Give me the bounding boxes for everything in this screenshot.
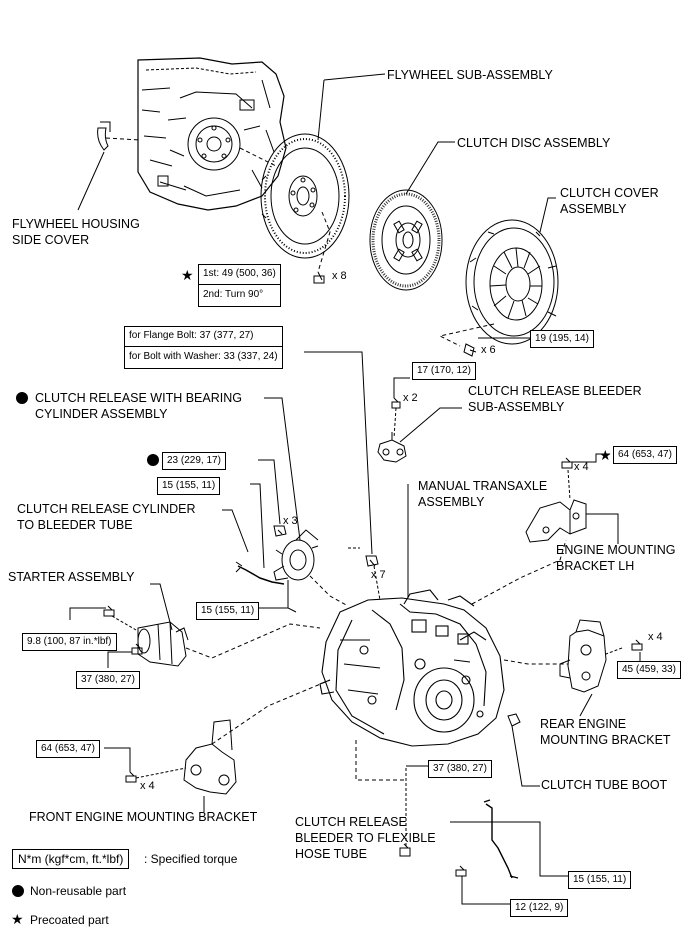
legend-torque-unit-box: N*m (kgf*cm, ft.*lbf) <box>12 849 130 869</box>
rear-engine-mounting-bracket-illustration <box>559 619 607 693</box>
qty-cylinder-bolts: x 3 <box>283 515 298 527</box>
torque-rear-bracket: 45 (459, 33) <box>617 661 681 679</box>
legend-precoated-star-icon: ★ <box>11 911 24 927</box>
legend-non-reusable-dot-icon <box>12 885 24 897</box>
label-rear-bracket-line2: MOUNTING BRACKET <box>540 733 671 747</box>
torque-flange-bolt: for Flange Bolt: 37 (377, 27) <box>129 330 254 341</box>
label-bracket-lh-line1: ENGINE MOUNTING <box>556 543 676 557</box>
clutch-disc-illustration <box>369 189 443 291</box>
label-release-cylinder-line2: CYLINDER ASSEMBLY <box>35 407 168 421</box>
non-reusable-dot-icon <box>16 392 28 404</box>
torque-flywheel-2nd: 2nd: Turn 90° <box>199 284 280 306</box>
qty-flywheel-bolts: x 8 <box>332 270 347 282</box>
label-cylinder-tube-line1: CLUTCH RELEASE CYLINDER <box>17 502 196 516</box>
torque-bolt-with-washer: for Bolt with Washer: 33 (337, 24) <box>125 346 282 368</box>
qty-rear-bracket-bolts: x 4 <box>648 631 663 643</box>
label-clutch-cover-line1: CLUTCH COVER <box>560 186 659 200</box>
torque-bleeder: 17 (170, 12) <box>412 362 476 380</box>
torque-flywheel: 1st: 49 (500, 36) 2nd: Turn 90° <box>198 264 281 307</box>
label-front-bracket: FRONT ENGINE MOUNTING BRACKET <box>29 810 258 824</box>
qty-transaxle-bolts: x 7 <box>371 569 386 581</box>
torque-starter-upper: 9.8 (100, 87 in.*lbf) <box>22 633 117 651</box>
non-reusable-dot-icon <box>147 454 159 466</box>
label-transaxle-line2: ASSEMBLY <box>418 495 485 509</box>
clutch-release-bleeder-illustration <box>377 432 407 463</box>
legend-non-reusable: Non-reusable part <box>30 884 127 898</box>
label-release-cylinder-line1: CLUTCH RELEASE WITH BEARING <box>35 391 242 405</box>
engine-block-illustration <box>137 57 287 211</box>
torque-clutch-cover: 19 (195, 14) <box>530 330 594 348</box>
flywheel-illustration <box>260 133 350 259</box>
torque-hose-tube: 15 (155, 11) <box>568 871 632 889</box>
label-clutch-disc-assembly: CLUTCH DISC ASSEMBLY <box>457 136 611 150</box>
torque-transaxle-bolts: for Flange Bolt: 37 (377, 27) for Bolt w… <box>124 326 283 369</box>
manual-transaxle-illustration <box>319 589 505 747</box>
label-hose-tube-line1: CLUTCH RELEASE <box>295 815 407 829</box>
label-bleeder-line2: SUB-ASSEMBLY <box>468 400 565 414</box>
engine-mounting-bracket-lh-illustration <box>525 499 587 543</box>
torque-cylinder-tube-upper: 15 (155, 11) <box>157 477 221 495</box>
legend-precoated: Precoated part <box>30 913 109 927</box>
label-flywheel-housing-line1: FLYWHEEL HOUSING <box>12 217 140 231</box>
label-hose-tube-line2: BLEEDER TO FLEXIBLE <box>295 831 436 845</box>
torque-hose-tube-bolt: 12 (122, 9) <box>510 899 569 917</box>
clutch-cover-illustration <box>465 219 559 345</box>
torque-bracket-lh: 64 (653, 47) <box>613 446 677 464</box>
torque-transaxle-lower: 37 (380, 27) <box>428 760 492 778</box>
bleeder-to-flexible-hose-tube-illustration <box>483 799 519 879</box>
precoated-star-icon: ★ <box>181 267 194 283</box>
label-clutch-tube-boot: CLUTCH TUBE BOOT <box>541 778 668 792</box>
label-flywheel-housing-line2: SIDE COVER <box>12 233 90 247</box>
label-rear-bracket-line1: REAR ENGINE <box>540 717 627 731</box>
qty-bleeder-bolts: x 2 <box>403 392 418 404</box>
label-bracket-lh-line2: BRACKET LH <box>556 559 635 573</box>
qty-clutch-cover-bolts: x 6 <box>481 344 496 356</box>
label-transaxle-line1: MANUAL TRANSAXLE <box>418 479 548 493</box>
precoated-star-icon: ★ <box>599 447 612 463</box>
label-cylinder-tube-line2: TO BLEEDER TUBE <box>17 518 133 532</box>
torque-flywheel-1st: 1st: 49 (500, 36) <box>203 268 276 279</box>
front-engine-mounting-bracket-illustration <box>183 719 237 795</box>
clutch-tube-boot-illustration <box>507 713 521 727</box>
torque-front-bracket: 64 (653, 47) <box>36 740 100 758</box>
flywheel-housing-side-cover-illustration <box>97 121 111 151</box>
qty-front-bracket-bolts: x 4 <box>140 780 155 792</box>
clutch-release-cylinder-illustration <box>273 529 319 581</box>
qty-bracket-lh-bolts: x 4 <box>574 461 589 473</box>
label-clutch-cover-line2: ASSEMBLY <box>560 202 627 216</box>
torque-starter-lower: 37 (380, 27) <box>76 671 140 689</box>
label-hose-tube-line3: HOSE TUBE <box>295 847 368 861</box>
torque-cylinder-tube-lower: 15 (155, 11) <box>196 602 260 620</box>
label-flywheel-sub-assembly: FLYWHEEL SUB-ASSEMBLY <box>387 68 553 82</box>
torque-release-cylinder: 23 (229, 17) <box>162 452 226 470</box>
label-starter-assembly: STARTER ASSEMBLY <box>8 570 135 584</box>
label-bleeder-line1: CLUTCH RELEASE BLEEDER <box>468 384 642 398</box>
legend-torque-desc: : Specified torque <box>144 852 238 866</box>
starter-assembly-illustration <box>137 621 189 667</box>
